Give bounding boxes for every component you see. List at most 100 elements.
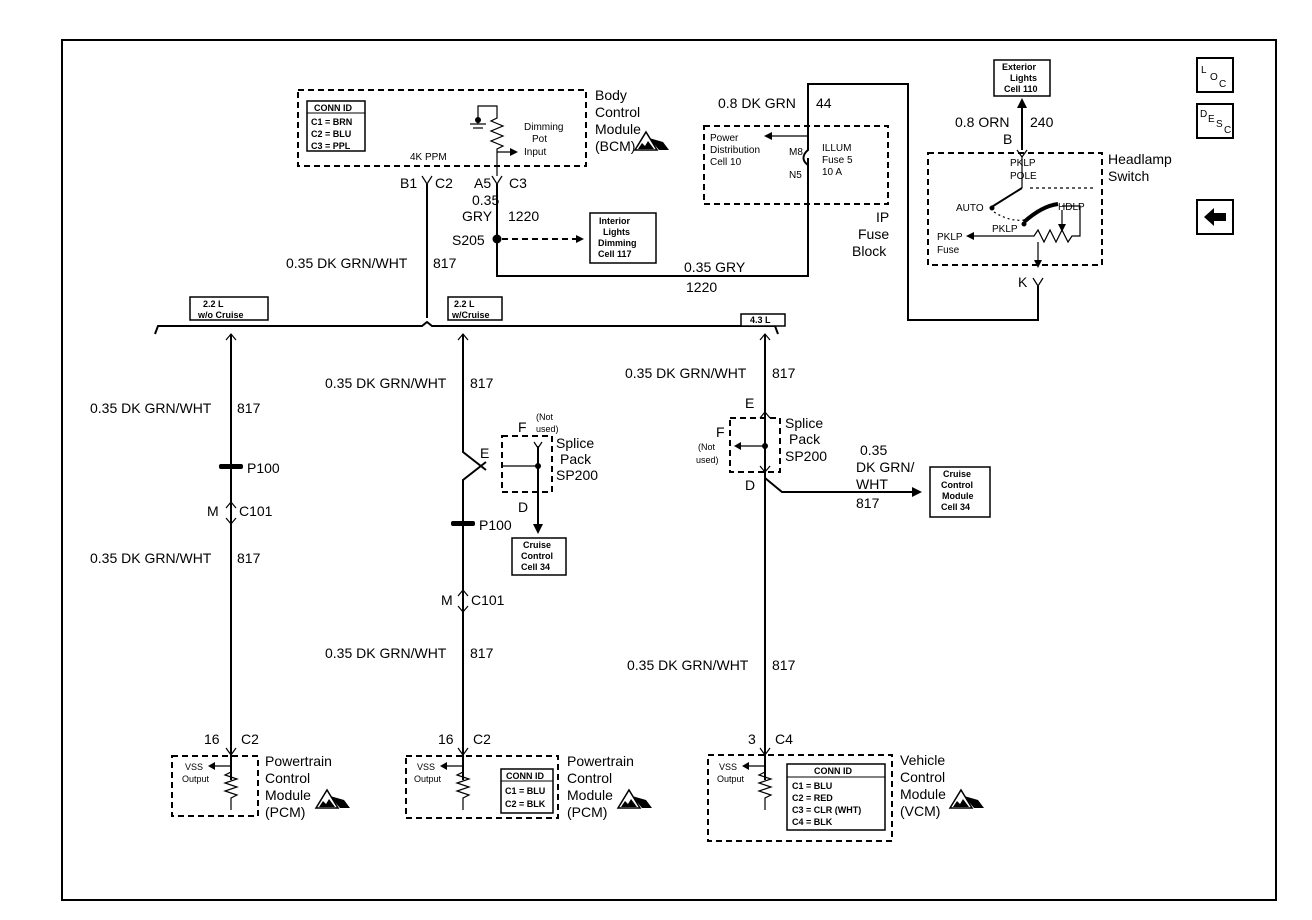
svg-text:Output: Output (414, 774, 442, 784)
svg-text:SP200: SP200 (556, 467, 598, 483)
back-arrow-button[interactable] (1196, 199, 1234, 235)
svg-text:C1 = BLU: C1 = BLU (505, 786, 545, 796)
svg-text:0.35 DK GRN/WHT: 0.35 DK GRN/WHT (625, 365, 747, 381)
svg-text:Dimming: Dimming (598, 238, 637, 248)
svg-text:C3 = CLR (WHT): C3 = CLR (WHT) (792, 805, 861, 815)
svg-text:Cell 110: Cell 110 (1004, 84, 1038, 94)
esd-warning-icon (617, 789, 653, 809)
svg-text:Lights: Lights (603, 227, 630, 237)
circuit-column-3: 0.35 DK GRN/WHT 817 E F (Not used) Splic… (625, 333, 991, 842)
splice-s205 (492, 234, 502, 244)
description-button[interactable]: D E S C (1196, 103, 1234, 139)
svg-text:C2 = BLK: C2 = BLK (505, 799, 546, 809)
svg-text:Fuse 5: Fuse 5 (822, 155, 853, 166)
wire-1220-a: 1220 (508, 208, 539, 224)
bcm-outline (297, 89, 587, 167)
svg-text:Output: Output (182, 774, 210, 784)
svg-text:CONN ID: CONN ID (814, 766, 853, 776)
svg-text:E: E (745, 395, 754, 411)
svg-text:Control: Control (521, 551, 553, 561)
wire-035-a: 0.35 (472, 192, 499, 208)
back-arrow-icon (1204, 208, 1226, 226)
dimming-label-2: Pot (532, 134, 547, 145)
svg-text:C2: C2 (473, 731, 491, 747)
cruise-control-module-ref-3[interactable]: Cruise Control Module Cell 34 (929, 466, 991, 518)
splice-pack-2-outline (501, 435, 553, 493)
dimming-label-3: Input (524, 147, 546, 158)
svg-text:Switch: Switch (1108, 168, 1149, 184)
p100-connector-1 (219, 464, 243, 469)
exterior-lights-ref[interactable]: Exterior Lights Cell 110 (993, 59, 1051, 97)
pcm-2-outline (405, 755, 559, 819)
svg-text:Output: Output (717, 774, 745, 784)
svg-text:used): used) (696, 455, 719, 465)
svg-text:C: C (1224, 125, 1231, 136)
dimming-label-1: Dimming (524, 122, 563, 133)
svg-text:Pack: Pack (789, 431, 821, 447)
wire-240-label: 240 (1030, 114, 1054, 130)
svg-text:Powertrain: Powertrain (567, 753, 634, 769)
svg-text:4.3 L: 4.3 L (750, 315, 771, 325)
bcm-conn-id-box (306, 100, 366, 152)
svg-text:Cell 117: Cell 117 (598, 249, 632, 259)
svg-text:F: F (518, 419, 527, 435)
splice-pack-3-outline (729, 417, 781, 473)
svg-text:(VCM): (VCM) (900, 803, 940, 819)
svg-text:DK GRN/: DK GRN/ (856, 459, 914, 475)
pcm-1-outline (171, 755, 259, 817)
wire-dkgrnwht-bcm: 0.35 DK GRN/WHT (286, 255, 408, 271)
dimming-pot-resistor (477, 105, 505, 176)
svg-text:Distribution: Distribution (710, 145, 760, 156)
svg-text:Module: Module (567, 787, 613, 803)
svg-text:P100: P100 (479, 517, 512, 533)
bcm-conn-c2: C2 = BLU (311, 129, 351, 139)
body-control-module: CONN ID C1 = BRN C2 = BLU C3 = PPL Dimmi… (297, 87, 670, 191)
bcm-conn-c3: C3 = PPL (311, 141, 351, 151)
svg-text:(Not: (Not (536, 412, 554, 422)
svg-text:817: 817 (237, 550, 261, 566)
svg-text:VSS: VSS (417, 762, 435, 772)
svg-text:L: L (1201, 65, 1207, 76)
svg-text:Module: Module (900, 786, 946, 802)
pin-k: K (1018, 274, 1028, 290)
wire-gry-a: GRY (462, 208, 493, 224)
wire-dkgrn08: 0.8 DK GRN (718, 95, 796, 111)
svg-text:Fuse: Fuse (858, 226, 889, 242)
svg-text:w/o Cruise: w/o Cruise (197, 310, 244, 320)
svg-text:817: 817 (772, 365, 796, 381)
wire-44-dkgrn (807, 83, 1039, 321)
svg-text:w/Cruise: w/Cruise (451, 310, 490, 320)
svg-text:Splice: Splice (556, 435, 594, 451)
svg-text:0.35 DK GRN/WHT: 0.35 DK GRN/WHT (90, 400, 212, 416)
svg-text:Control: Control (567, 770, 612, 786)
circuit-column-1: 0.35 DK GRN/WHT 817 P100 M C101 0.35 DK … (90, 333, 351, 820)
interior-lights-dimming-ref[interactable]: Interior Lights Dimming Cell 117 (589, 212, 657, 264)
esd-warning-icon (315, 789, 351, 809)
svg-text:Powertrain: Powertrain (265, 753, 332, 769)
svg-text:Exterior: Exterior (1002, 62, 1037, 72)
wire-44-label: 44 (816, 95, 832, 111)
bcm-name-3: Module (595, 121, 641, 137)
svg-text:C4 = BLK: C4 = BLK (792, 817, 833, 827)
option-bus: 2.2 L w/o Cruise 2.2 L w/Cruise 4.3 L (154, 296, 786, 335)
wire-1220-b: 1220 (686, 279, 717, 295)
headlamp-switch: Headlamp Switch PKLP POLE AUTO HDLP PKLP… (927, 151, 1172, 268)
svg-text:817: 817 (470, 375, 494, 391)
location-button[interactable]: L O C (1196, 57, 1234, 93)
cruise-control-ref-2[interactable]: Cruise Control Cell 34 (511, 537, 567, 576)
pcm-1-resistor (223, 762, 239, 810)
svg-text:M: M (207, 503, 219, 519)
svg-text:PKLP: PKLP (992, 224, 1018, 235)
svg-text:PKLP: PKLP (937, 232, 963, 243)
svg-text:S: S (1216, 119, 1223, 130)
svg-text:Control: Control (941, 480, 973, 490)
svg-text:WHT: WHT (856, 476, 888, 492)
svg-text:Cell 34: Cell 34 (941, 502, 970, 512)
svg-text:M8: M8 (789, 147, 803, 158)
svg-text:C: C (1219, 79, 1226, 90)
svg-text:C1 = BLU: C1 = BLU (792, 781, 832, 791)
svg-text:E: E (480, 445, 489, 461)
svg-text:Pack: Pack (560, 451, 592, 467)
wire-gry-full: 0.35 GRY (684, 259, 746, 275)
svg-text:Module: Module (942, 491, 974, 501)
